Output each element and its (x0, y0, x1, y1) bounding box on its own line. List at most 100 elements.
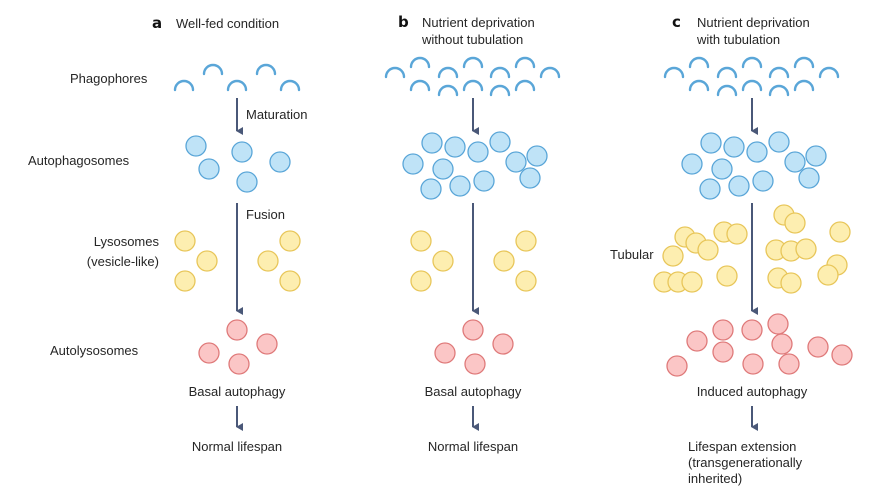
phagophore (688, 79, 710, 92)
autophagosome (519, 167, 541, 189)
autolysosome (226, 319, 248, 341)
autolysosome (492, 333, 514, 355)
tubular-lysosome (784, 212, 806, 234)
phagophore (226, 79, 248, 92)
panel-title: Nutrient deprivation (697, 15, 810, 30)
phagophore (716, 66, 738, 79)
autolysosome (778, 353, 800, 375)
result-b: Normal lifespan (428, 439, 518, 454)
row-label-autophagosomes: Autophagosomes (28, 153, 130, 168)
autophagosome (798, 167, 820, 189)
autolysosome (666, 355, 688, 377)
autophagosome (473, 170, 495, 192)
panel-a-title: a Well-fed condition (152, 14, 279, 32)
row-label-tubular: Tubular (610, 247, 654, 262)
row-label-lysosomes-sub: (vesicle-like) (87, 254, 159, 269)
phagophore (768, 84, 790, 97)
tubular-lysosome (726, 223, 748, 245)
autophagosome (402, 153, 424, 175)
step-label-fusion: Fusion (246, 207, 285, 222)
tubular-lysosome (716, 265, 738, 287)
lysosome (174, 270, 196, 292)
autolysosome (807, 336, 829, 358)
lysosome (279, 270, 301, 292)
autolysosome (256, 333, 278, 355)
phagophore (437, 66, 459, 79)
phagophore (514, 79, 536, 92)
phagophore (716, 84, 738, 97)
panel-letter: b (398, 13, 409, 31)
phagophore (462, 79, 484, 92)
phagophore (741, 56, 763, 69)
lysosome (515, 230, 537, 252)
tubular-lysosome (662, 245, 684, 267)
panel-b-title: b Nutrient deprivation without tubulatio… (398, 13, 535, 47)
autolysosome (712, 341, 734, 363)
lysosome (257, 250, 279, 272)
autophagosome (700, 132, 722, 154)
autolysosome (742, 353, 764, 375)
result-a: Normal lifespan (192, 439, 282, 454)
row-label-phagophores: Phagophores (70, 71, 148, 86)
panel-c-title: c Nutrient deprivation with tubulation (672, 13, 810, 47)
phagophore (489, 84, 511, 97)
autophagosome (198, 158, 220, 180)
autophagosome (449, 175, 471, 197)
panel-title-line2: with tubulation (696, 32, 780, 47)
tubular-lysosome (829, 221, 851, 243)
lysosome (515, 270, 537, 292)
lysosome (410, 270, 432, 292)
lysosome (410, 230, 432, 252)
autolysosome (831, 344, 853, 366)
panel-letter: a (152, 14, 162, 32)
vesicles-layer (173, 56, 853, 377)
autophagosome (432, 158, 454, 180)
phagophore (818, 66, 840, 79)
lysosome (432, 250, 454, 272)
autophagosome (681, 153, 703, 175)
phagophore (514, 56, 536, 69)
autolysosome (771, 333, 793, 355)
autophagosome (784, 151, 806, 173)
tubular-lysosome (681, 271, 703, 293)
result-c-line3: inherited) (688, 471, 742, 486)
autophagosome (236, 171, 258, 193)
step-label-maturation: Maturation (246, 107, 307, 122)
phagophore (793, 56, 815, 69)
lysosome (196, 250, 218, 272)
phagophore (539, 66, 561, 79)
autophagosome (768, 131, 790, 153)
autolysosome (767, 313, 789, 335)
row-label-autolysosomes: Autolysosomes (50, 343, 139, 358)
autolysosome (712, 319, 734, 341)
autophagosome (746, 141, 768, 163)
autolysosome (741, 319, 763, 341)
autophagosome (505, 151, 527, 173)
lysosome (493, 250, 515, 272)
autolysosome (686, 330, 708, 352)
outcome-a: Basal autophagy (189, 384, 286, 399)
phagophore (462, 56, 484, 69)
phagophore (384, 66, 406, 79)
autophagosome (467, 141, 489, 163)
autophagosome (699, 178, 721, 200)
autophagosome (711, 158, 733, 180)
phagophore (688, 56, 710, 69)
row-label-lysosomes: Lysosomes (94, 234, 160, 249)
autophagosome (420, 178, 442, 200)
autolysosome (434, 342, 456, 364)
phagophore (489, 66, 511, 79)
autolysosome (198, 342, 220, 364)
phagophore (741, 79, 763, 92)
tubular-lysosome (817, 264, 839, 286)
phagophore (173, 79, 195, 92)
phagophore (768, 66, 790, 79)
autophagosome (421, 132, 443, 154)
autophagosome (444, 136, 466, 158)
panel-letter: c (672, 13, 681, 31)
phagophore (793, 79, 815, 92)
outcome-b: Basal autophagy (425, 384, 522, 399)
phagophore (409, 56, 431, 69)
autophagosome (185, 135, 207, 157)
panel-title: Nutrient deprivation (422, 15, 535, 30)
